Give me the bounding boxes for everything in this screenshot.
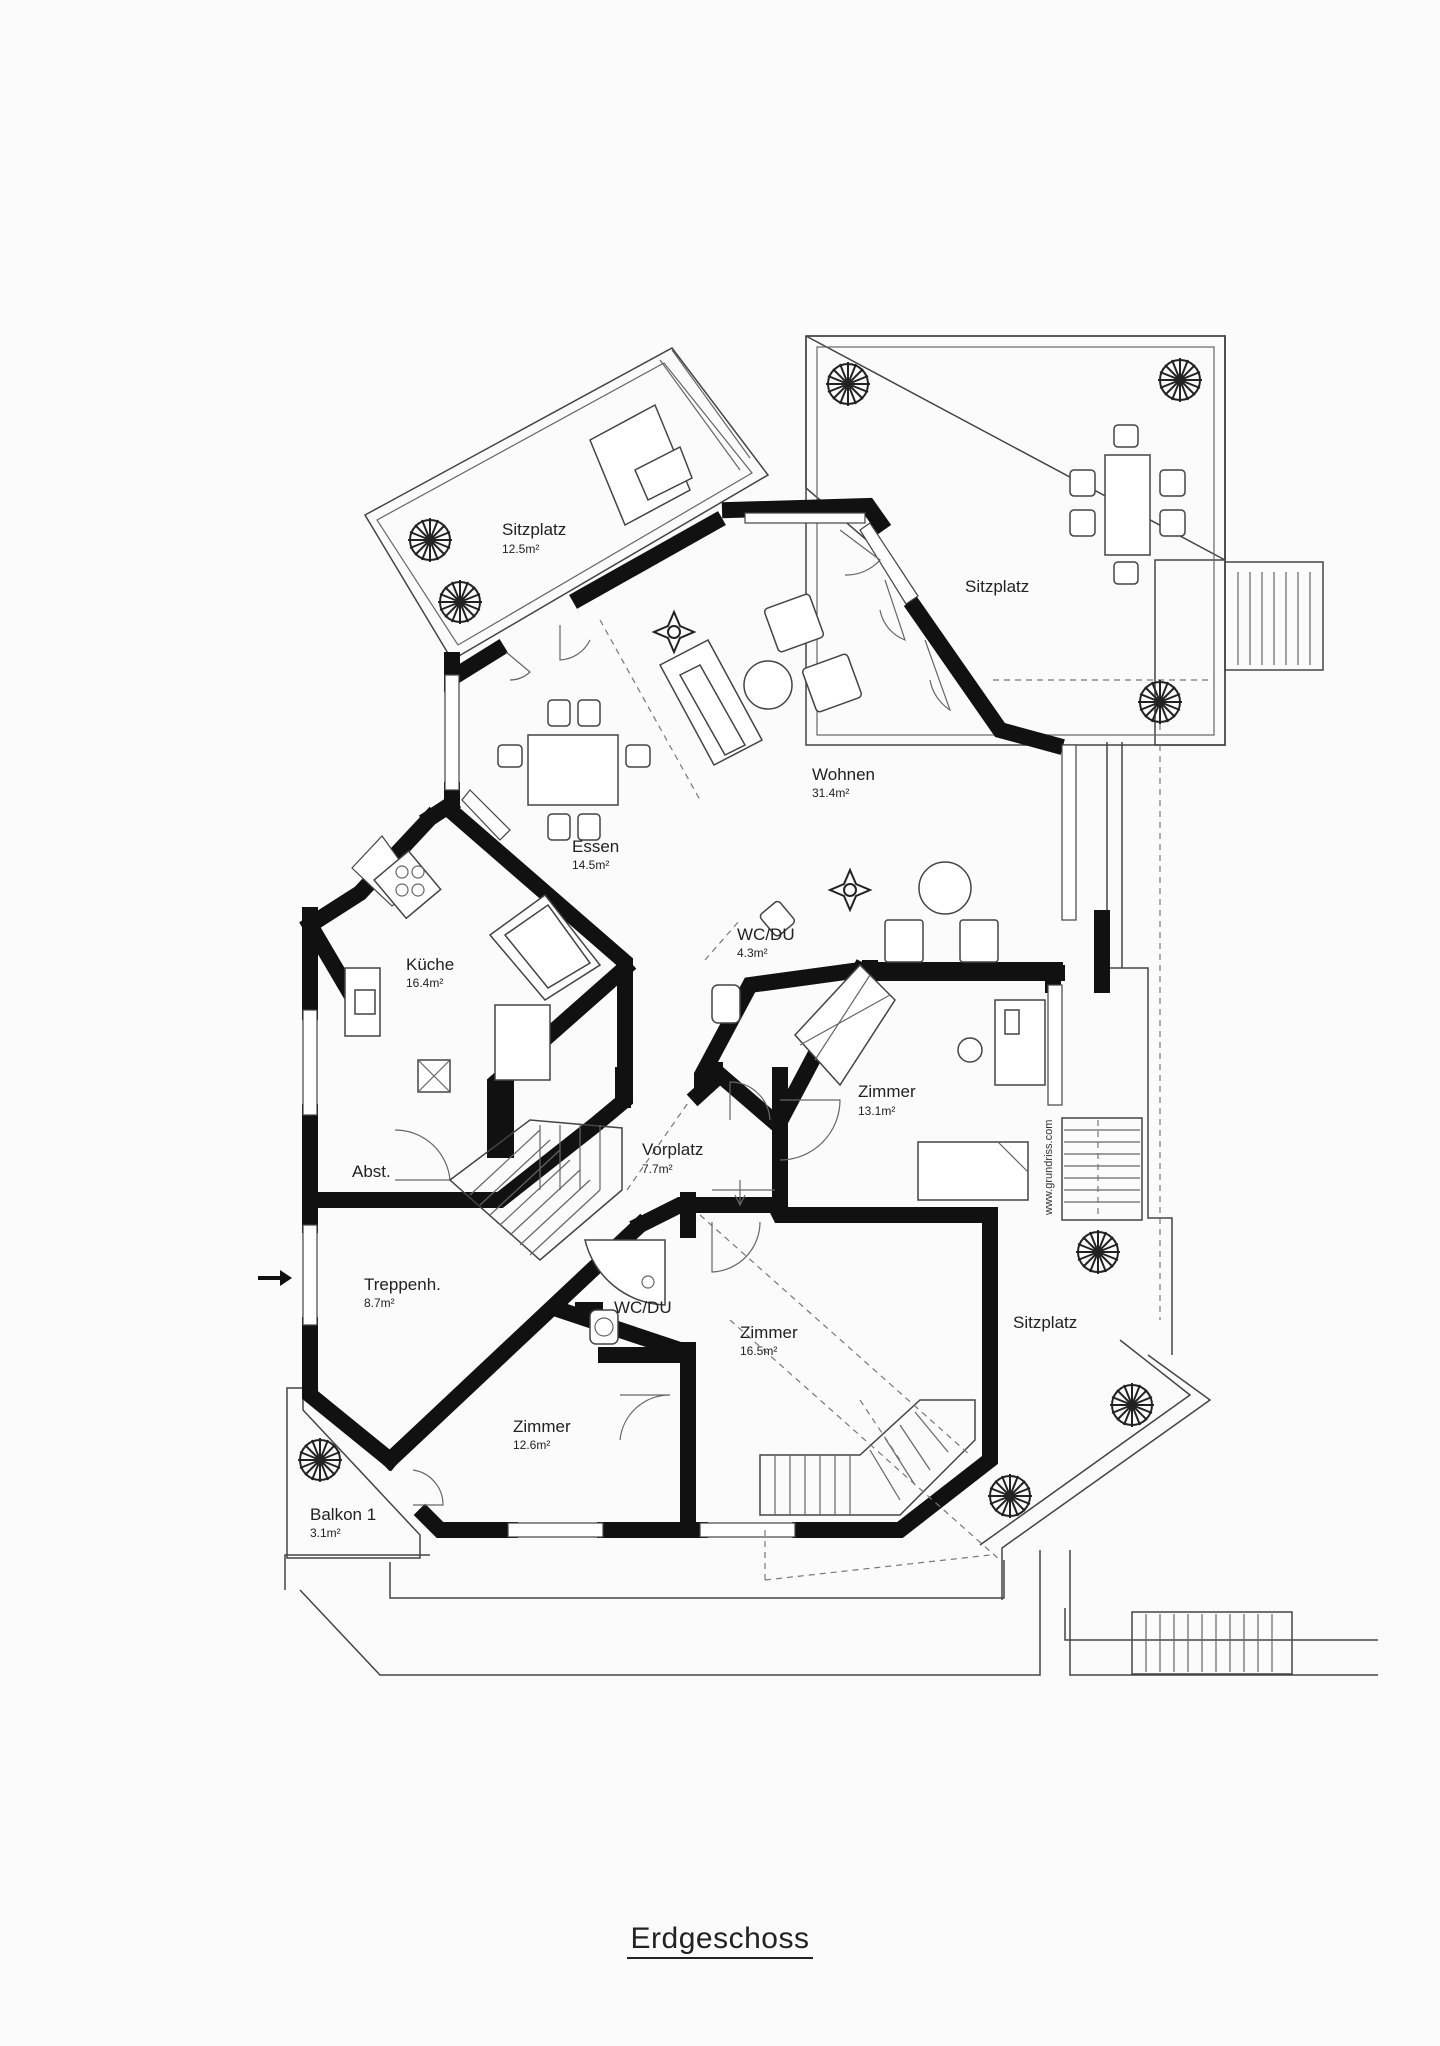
room-name: Sitzplatz — [502, 520, 566, 539]
room-name: Sitzplatz — [965, 577, 1029, 596]
room-area: 8.7m² — [364, 1296, 395, 1310]
room-labels: Sitzplatz 12.5m² Sitzplatz Wohnen 31.4m²… — [310, 520, 1077, 1540]
room-name: Treppenh. — [364, 1275, 441, 1294]
plants — [298, 358, 1202, 1518]
room-area: 12.5m² — [502, 542, 539, 556]
terrace-outlines — [284, 335, 1378, 1676]
room-area: 4.3m² — [737, 946, 768, 960]
doors — [394, 529, 952, 1506]
room-name: WC/DU — [614, 1298, 672, 1317]
plant-icon — [651, 609, 697, 655]
room-name: Abst. — [352, 1162, 391, 1181]
plant-icon — [988, 1474, 1032, 1518]
plant-icon — [1110, 1383, 1154, 1427]
plant-icon — [826, 362, 870, 406]
room-name: Balkon 1 — [310, 1505, 376, 1524]
plant-icon — [1158, 358, 1202, 402]
staircases — [448, 619, 1001, 1581]
plant-icon — [438, 580, 482, 624]
plant-icon — [408, 518, 452, 562]
plant-icon — [1138, 680, 1182, 724]
room-area: 3.1m² — [310, 1526, 341, 1540]
plant-icon — [298, 1438, 342, 1482]
room-name: Zimmer — [858, 1082, 916, 1101]
room-name: Zimmer — [513, 1417, 571, 1436]
room-area: 16.4m² — [406, 976, 443, 990]
room-area: 13.1m² — [858, 1104, 895, 1118]
room-area: 31.4m² — [812, 786, 849, 800]
room-name: Sitzplatz — [1013, 1313, 1077, 1332]
room-name: Essen — [572, 837, 619, 856]
room-name: Küche — [406, 955, 454, 974]
arrow-right-icon — [258, 1270, 292, 1286]
plant-icon — [827, 867, 873, 913]
watermark: www.grundriss.com — [1043, 1120, 1055, 1216]
room-name: Wohnen — [812, 765, 875, 784]
room-name: Vorplatz — [642, 1140, 703, 1159]
plan-title: Erdgeschoss — [626, 1922, 814, 1959]
room-name: WC/DU — [737, 925, 795, 944]
room-area: 16.5m² — [740, 1344, 777, 1358]
room-name: Zimmer — [740, 1323, 798, 1342]
room-area: 14.5m² — [572, 858, 609, 872]
plant-icon — [1076, 1230, 1120, 1274]
room-area: 7.7m² — [642, 1162, 673, 1176]
furniture — [344, 403, 1186, 1345]
room-area: 12.6m² — [513, 1438, 550, 1452]
plan-title-wrap: Erdgeschoss — [0, 1922, 1440, 1959]
